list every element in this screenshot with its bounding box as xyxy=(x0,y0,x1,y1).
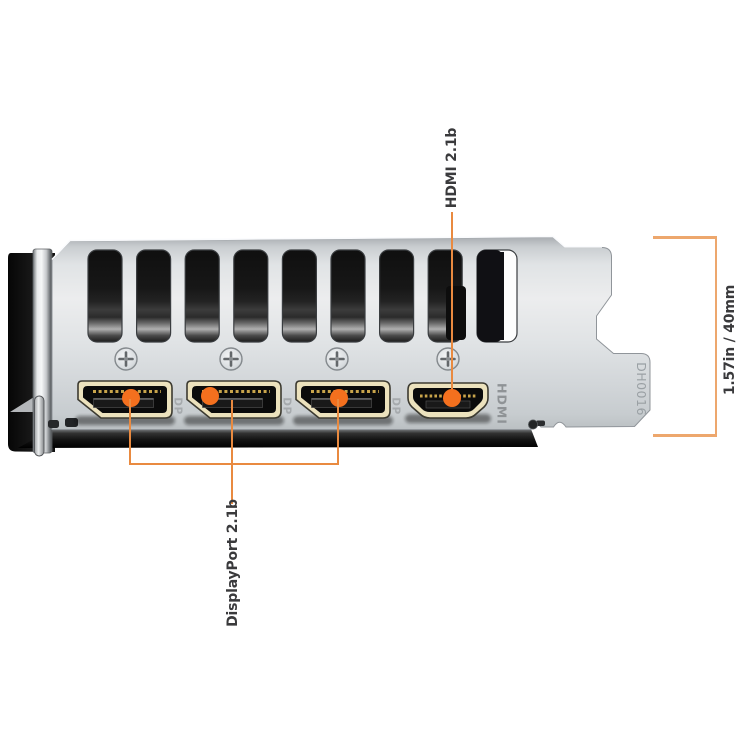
vent-slot xyxy=(330,249,366,343)
dimension-line-vertical xyxy=(714,237,718,436)
displayport-port-2 xyxy=(184,381,284,425)
dimension-tick-top xyxy=(653,236,717,239)
heatsink-protrusion xyxy=(446,286,466,340)
dp-callout-dot-3 xyxy=(330,389,348,407)
card-underside-strip xyxy=(18,429,538,448)
vent-slot xyxy=(136,249,172,343)
vent-slot xyxy=(281,249,317,343)
dp-callout-dot-2 xyxy=(201,387,219,405)
hdmi-label: HDMI 2.1b xyxy=(444,127,460,209)
dp-callout-line-horizontal xyxy=(128,462,340,465)
screw xyxy=(435,346,461,372)
bracket-edge-details xyxy=(48,418,545,430)
screw xyxy=(324,346,350,372)
vent-slot xyxy=(379,249,415,343)
dimension-tick-bottom xyxy=(653,434,717,437)
vent-slot xyxy=(184,249,220,343)
screw xyxy=(113,346,139,372)
vent-slot xyxy=(233,249,269,343)
retention-pin xyxy=(34,395,45,457)
hdmi-engraving: HDMI xyxy=(495,383,510,425)
dp-callout-line-2 xyxy=(230,400,234,504)
dp-engraving-3: DP xyxy=(390,397,402,414)
vent-slots xyxy=(87,249,518,343)
vent-slot-open xyxy=(476,249,518,343)
dp-callout-line-3 xyxy=(336,399,340,464)
screw xyxy=(218,346,244,372)
dp-callout-line-1 xyxy=(128,399,132,464)
hdmi-callout-dot xyxy=(443,389,461,407)
displayport-label: DisplayPort 2.1b xyxy=(225,499,241,627)
vent-slot xyxy=(87,249,123,343)
dp-engraving-1: DP xyxy=(172,397,184,414)
dimension-label: 1.57in / 40mm xyxy=(722,284,738,396)
dp-callout-dot-1 xyxy=(122,389,140,407)
serial-engraving: DH0016 xyxy=(634,362,649,416)
hdmi-callout-line xyxy=(450,212,454,399)
dp-engraving-2: DP xyxy=(281,397,293,414)
